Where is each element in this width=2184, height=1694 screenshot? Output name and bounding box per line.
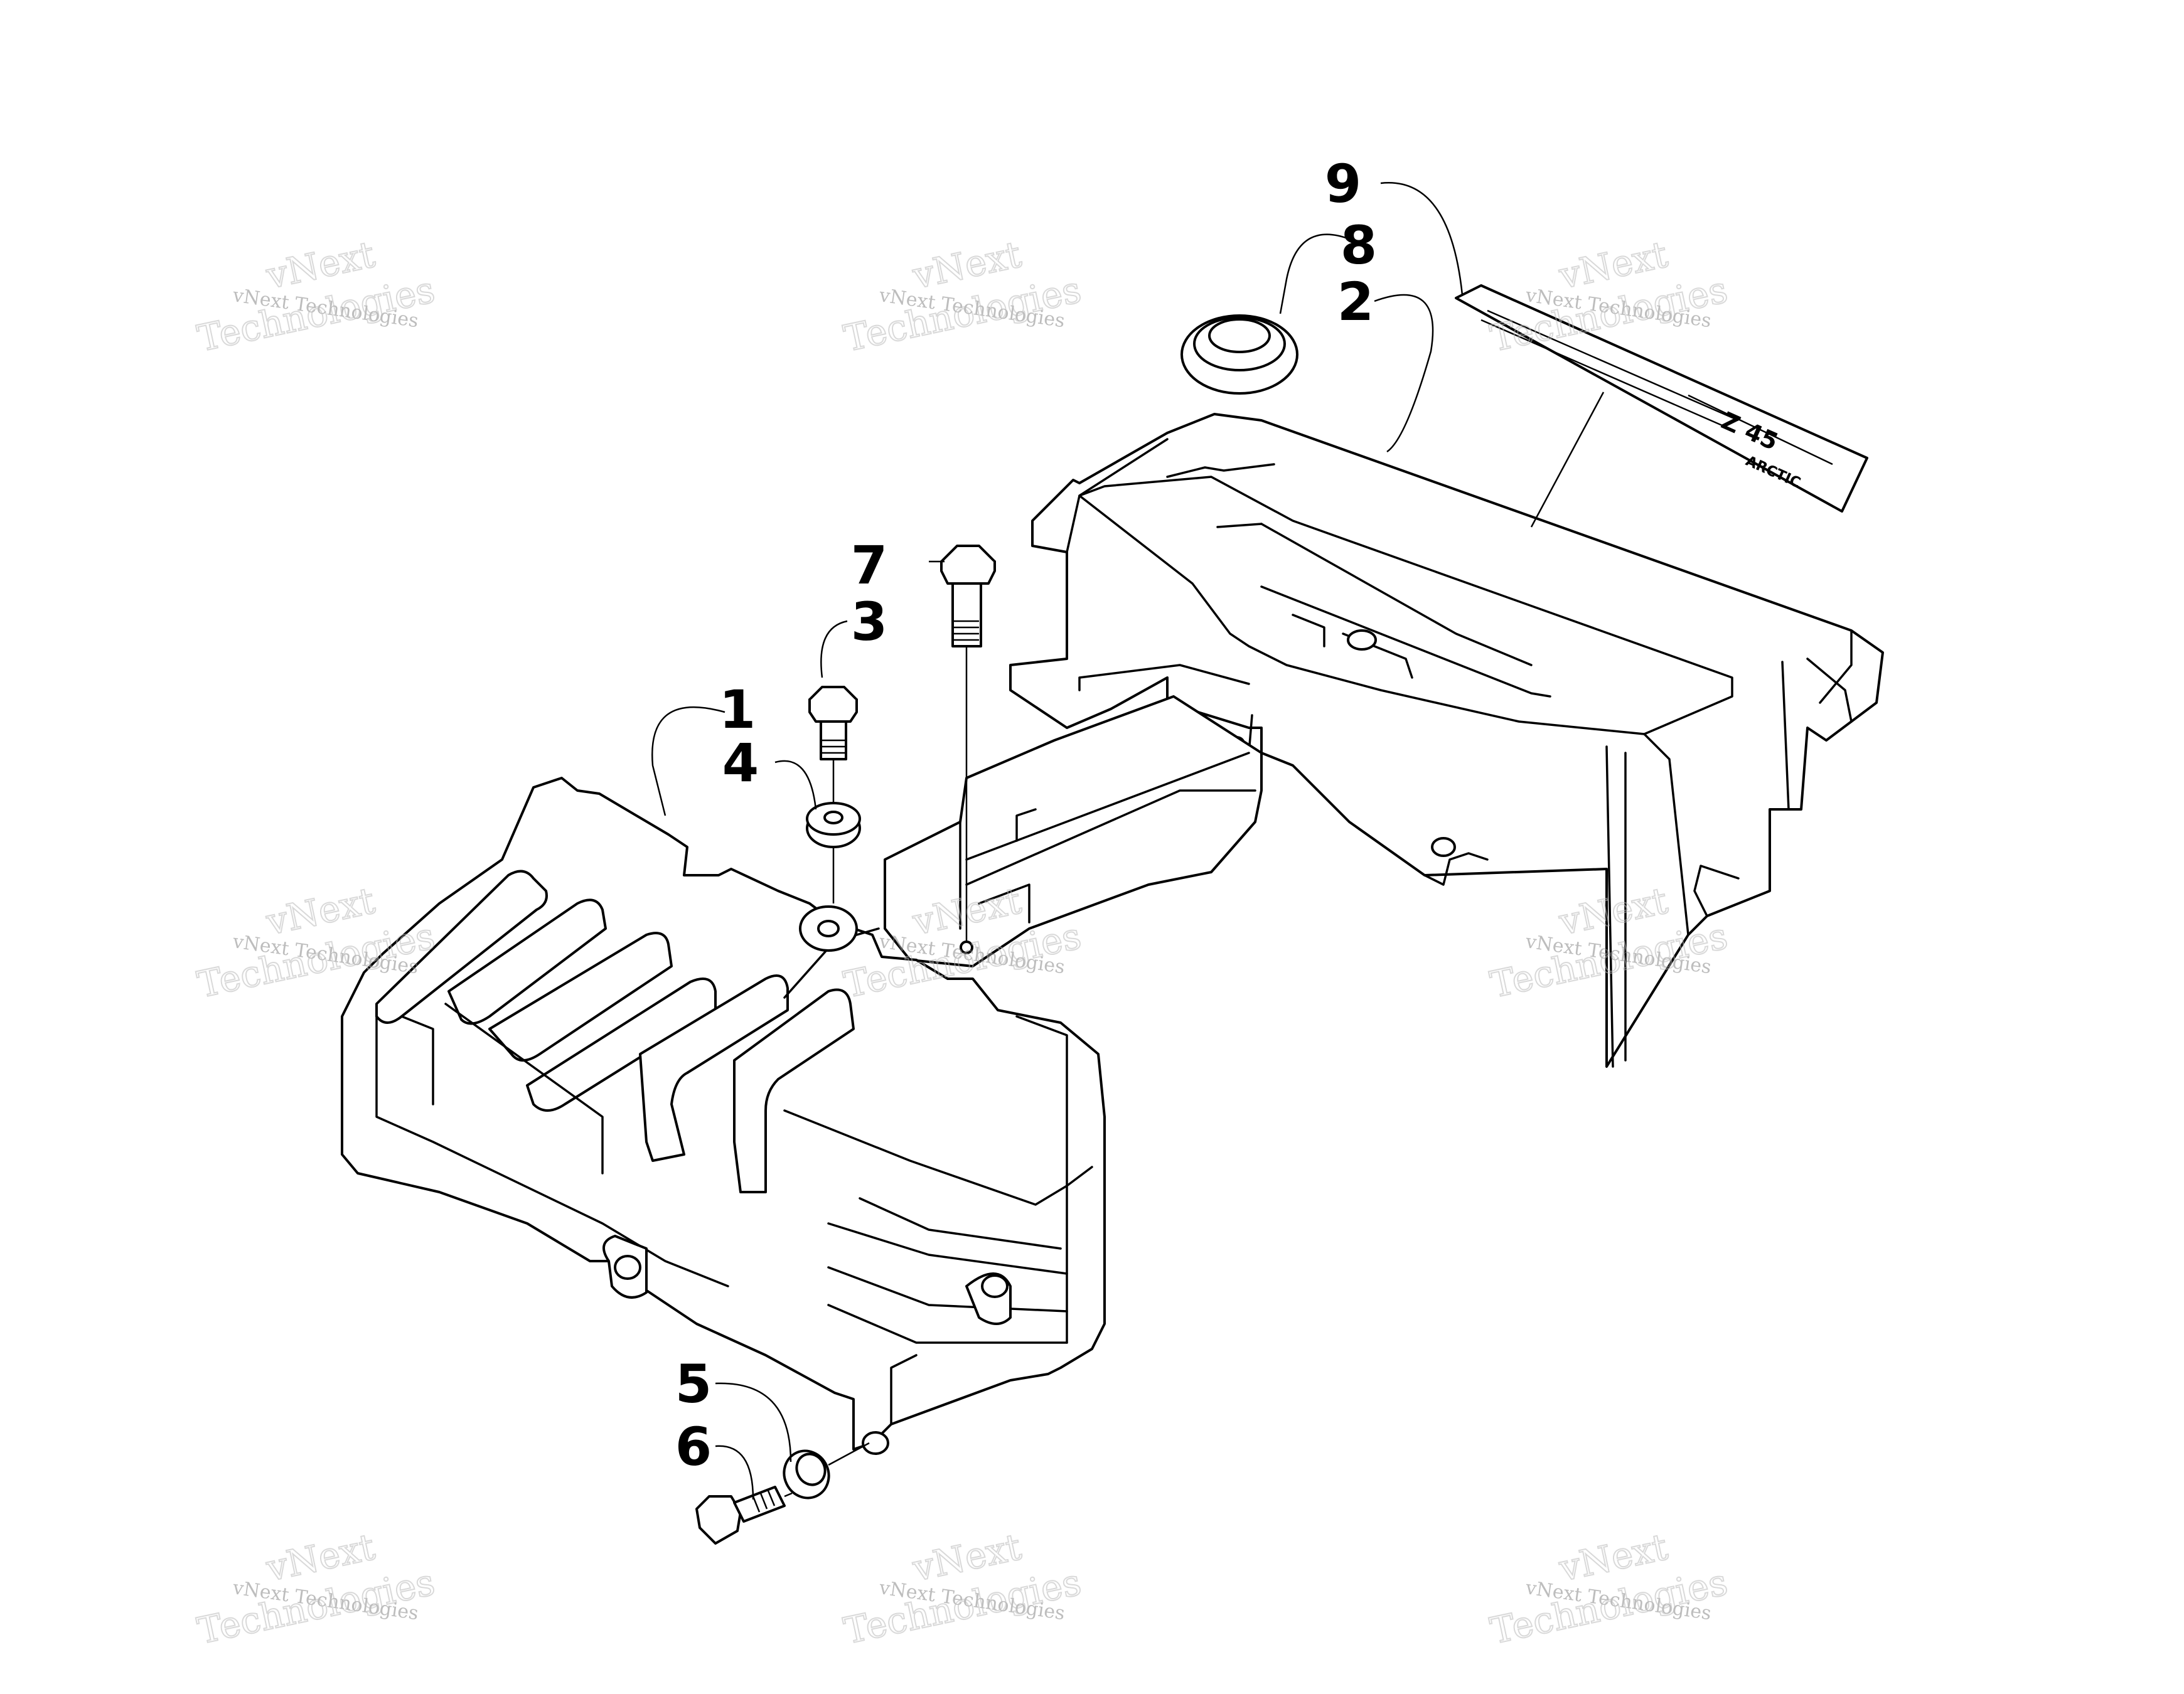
part-2-duct-flange bbox=[884, 695, 1263, 967]
leader-lines bbox=[651, 182, 1605, 1500]
watermark: vNext Technologies vNext Technologies bbox=[193, 232, 439, 361]
watermark: vNext Technologies vNext Technologies bbox=[1486, 1525, 1732, 1653]
callout-labels: 9 8 2 7 3 1 4 5 6 bbox=[675, 153, 1377, 1478]
part-9-decal: Z 45 ARCTIC bbox=[1455, 284, 1868, 513]
part-2-rear-cover bbox=[1009, 413, 1884, 1068]
callout-1: 1 bbox=[719, 679, 756, 740]
part-7-long-bolt bbox=[940, 545, 996, 954]
watermark: vNext Technologies vNext Technologies bbox=[840, 232, 1086, 361]
callout-9: 9 bbox=[1325, 153, 1361, 215]
callout-5: 5 bbox=[675, 1353, 712, 1415]
part-3-bolt bbox=[808, 686, 858, 803]
watermark: vNext Technologies vNext Technologies bbox=[840, 1525, 1086, 1653]
part-6-bolt bbox=[695, 1486, 793, 1545]
callout-2: 2 bbox=[1337, 271, 1374, 333]
callout-8: 8 bbox=[1341, 215, 1377, 276]
part-5-washer bbox=[783, 1442, 870, 1500]
part-8-grommet-plug bbox=[1180, 314, 1298, 395]
part-1-heat-shield bbox=[341, 777, 1106, 1455]
callout-3: 3 bbox=[851, 591, 887, 653]
callout-4: 4 bbox=[722, 732, 759, 794]
watermark: vNext Technologies vNext Technologies bbox=[193, 1525, 439, 1653]
watermark: vNext Technologies vNext Technologies bbox=[1486, 232, 1732, 361]
callout-6: 6 bbox=[675, 1416, 712, 1478]
callout-7: 7 bbox=[851, 535, 887, 596]
part-4-washer bbox=[806, 802, 861, 903]
watermark-grid: vNext Technologies vNext Technologies vN… bbox=[193, 232, 1732, 1653]
